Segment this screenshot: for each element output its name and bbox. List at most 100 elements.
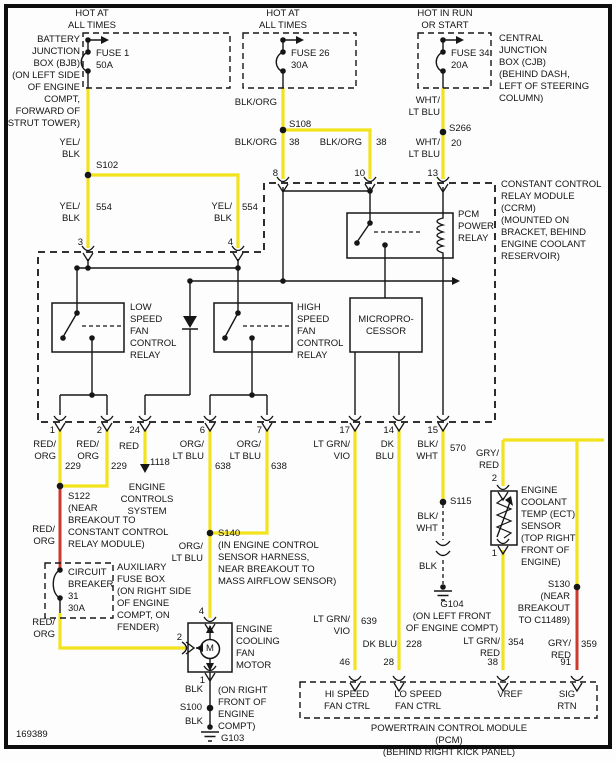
- junction-dot: [440, 68, 446, 74]
- junction-dot: [354, 240, 360, 246]
- generated-symbols: [53, 37, 584, 730]
- module-boxes: [37, 32, 598, 719]
- junction-dot: [280, 37, 286, 43]
- junction-dot: [573, 583, 581, 591]
- connector-symbol: [496, 484, 510, 491]
- junction-dot: [84, 171, 92, 179]
- black-wires: [52, 39, 513, 742]
- junction-dot: [89, 392, 95, 398]
- junction-dot: [280, 68, 286, 74]
- connector-symbol: [261, 422, 273, 433]
- bjb-box: [82, 32, 231, 89]
- connector-symbol: [436, 415, 450, 422]
- junction-dot: [187, 278, 193, 284]
- cjb-box: [417, 32, 492, 89]
- connector-symbol: [100, 415, 114, 422]
- engine-controls-arrow: [140, 464, 150, 473]
- junction-dot: [280, 278, 286, 284]
- connector-symbol: [204, 623, 216, 634]
- arrows: [101, 36, 513, 671]
- connector-symbol: [53, 415, 67, 422]
- connector-symbol: [437, 183, 449, 194]
- junction-dot: [439, 128, 447, 136]
- junction-dot: [367, 188, 373, 194]
- junction-dot: [249, 335, 255, 341]
- connector-symbol: [81, 245, 95, 252]
- microprocessor-box: [349, 297, 423, 353]
- junction-dot: [85, 68, 91, 74]
- bus-arrow-1: [101, 36, 109, 44]
- junction-dot: [57, 595, 63, 601]
- junction-dot: [74, 265, 80, 271]
- connector-symbol: [497, 682, 509, 693]
- connector-symbol: [393, 422, 405, 433]
- yellow-wires: [58, 88, 604, 670]
- junction-dot: [367, 220, 373, 226]
- junction-dot: [222, 335, 228, 341]
- connector-symbol: [348, 675, 362, 682]
- junction-dot: [85, 49, 91, 55]
- bus-arrow-2: [296, 36, 304, 44]
- connector-symbol: [393, 682, 405, 693]
- red-wires: [58, 486, 579, 670]
- junction-dot: [235, 310, 241, 316]
- junction-dot: [89, 335, 95, 341]
- connector-symbol: [276, 176, 290, 183]
- aux-fuse-box: [44, 562, 114, 619]
- pcm-box: [299, 681, 598, 719]
- junction-dot: [440, 584, 446, 590]
- connector-symbol: [497, 491, 509, 502]
- junction-dot: [235, 265, 241, 271]
- connector-symbol: [392, 415, 406, 422]
- bjb-box-2: [242, 32, 357, 89]
- connector-symbol: [436, 176, 450, 183]
- pcm-power-relay-box: [346, 212, 454, 259]
- connector-symbol: [203, 415, 217, 422]
- connector-symbol: [260, 415, 274, 422]
- motor-arrow-up: [206, 625, 214, 633]
- connector-symbol: [497, 545, 509, 556]
- connector-symbol: [139, 422, 151, 433]
- connector-symbol: [232, 252, 244, 263]
- connector-symbol: [363, 176, 377, 183]
- junction-dot: [74, 310, 80, 316]
- motor-arrow-down: [206, 663, 214, 671]
- diode-symbol: [183, 316, 197, 328]
- page-border: [4, 4, 612, 749]
- connector-symbol: [203, 665, 217, 672]
- thermistor-arrow: [505, 496, 513, 506]
- junction-dot: [440, 49, 446, 55]
- connector-symbol: [277, 183, 289, 194]
- junction-dot: [382, 242, 388, 248]
- motor-arrow-left: [196, 644, 203, 652]
- connector-symbol: [204, 422, 216, 433]
- junction-dot: [56, 482, 64, 490]
- connector-symbol: [54, 422, 66, 433]
- fan-motor-box: [187, 622, 233, 673]
- junction-dot: [249, 392, 255, 398]
- connector-symbol: [571, 682, 583, 693]
- junction-dot: [85, 265, 91, 271]
- connector-symbol: [348, 415, 362, 422]
- dashed-lines: [82, 231, 444, 584]
- connector-symbol: [101, 422, 113, 433]
- connector-symbol: [392, 675, 406, 682]
- connector-symbol: [570, 675, 584, 682]
- connector-symbol: [204, 672, 216, 683]
- connector-symbol: [349, 422, 361, 433]
- junction-dot: [280, 49, 286, 55]
- junction-dot: [57, 567, 63, 573]
- junction-dot: [60, 335, 66, 341]
- connector-symbol: [138, 415, 152, 422]
- junction-dot: [206, 529, 214, 537]
- junction-dot: [279, 126, 287, 134]
- connector-symbol: [349, 682, 361, 693]
- connector-symbol: [82, 252, 94, 263]
- ect-sensor-box: [490, 490, 518, 546]
- junction-dot: [85, 37, 91, 43]
- ccrm-bus-arrow: [452, 277, 460, 285]
- junction-dot: [439, 498, 447, 506]
- connector-symbol: [496, 538, 510, 545]
